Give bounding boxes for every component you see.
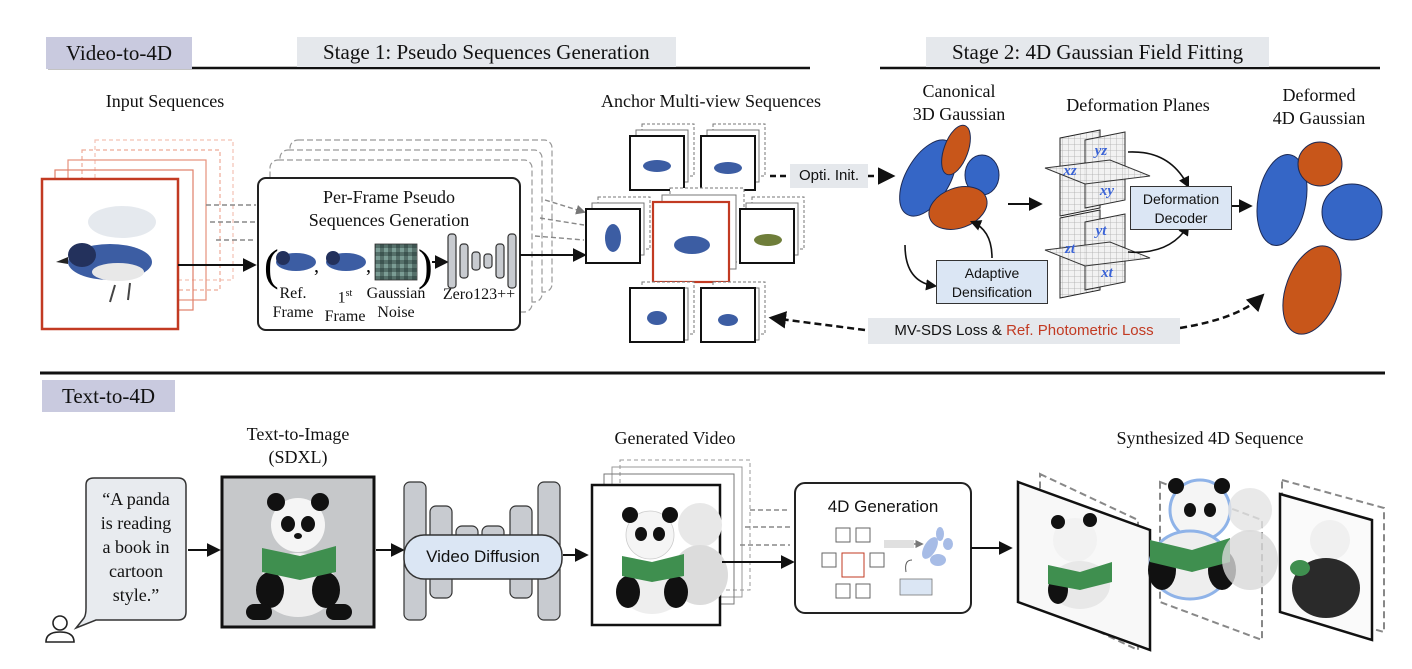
svg-text:,: , — [366, 255, 371, 277]
deformation-planes-label: Deformation Planes — [1066, 95, 1210, 115]
deformed-line1: Deformed — [1282, 85, 1356, 105]
prompt-line1: “A panda — [102, 489, 170, 509]
gaussian-noise-line2: Noise — [377, 304, 415, 321]
deformation-decoder-box: Deformation Decoder — [1130, 186, 1232, 230]
deformation-planes-lower — [1044, 209, 1151, 299]
plane-xt: xt — [1101, 265, 1113, 281]
first-frame-label: 1st Frame — [320, 284, 370, 326]
stage1-tag: Stage 1: Pseudo Sequences Generation — [297, 37, 676, 67]
mvsds-loss: MV-SDS Loss & — [894, 322, 1002, 339]
anchor-mv-label: Anchor Multi-view Sequences — [601, 91, 821, 111]
t2i-line1: Text-to-Image — [246, 424, 350, 444]
deformed-gaussians — [1256, 141, 1383, 335]
plane-xz: xz — [1063, 163, 1077, 179]
ref-frame-line1: Ref. — [279, 285, 307, 302]
ref-frame-line2: Frame — [272, 304, 314, 321]
adaptive-densification-box: Adaptive Densification — [936, 260, 1048, 304]
canonical-line2: 3D Gaussian — [912, 104, 1006, 124]
input-sequences-label: Input Sequences — [105, 91, 225, 111]
first-frame-sup: st — [345, 288, 353, 299]
ref-frame-label: Ref. Frame — [268, 284, 318, 322]
plane-zt: zt — [1064, 241, 1075, 257]
stage2-tag: Stage 2: 4D Gaussian Field Fitting — [926, 37, 1270, 67]
generated-video-label: Generated Video — [614, 428, 736, 448]
first-frame-num: 1 — [337, 289, 346, 307]
prompt-line2: is reading — [100, 513, 172, 533]
deformation-planes-upper — [1044, 129, 1151, 217]
adaptive-line2: Densification — [951, 284, 1033, 300]
svg-text:): ) — [418, 241, 433, 290]
prompt-line3: a book in — [102, 537, 170, 557]
noise-icon — [374, 243, 418, 281]
deformed-line2: 4D Gaussian — [1272, 108, 1366, 128]
anchor-multiview — [585, 123, 805, 343]
adaptive-line1: Adaptive — [964, 265, 1020, 281]
svg-text:,: , — [314, 255, 319, 277]
canonical-line1: Canonical — [922, 81, 996, 101]
video-diffusion-label: Video Diffusion — [426, 547, 540, 566]
panda-t2i — [246, 493, 352, 620]
plane-yz: yz — [1094, 143, 1108, 159]
first-frame-line2: Frame — [324, 308, 366, 326]
per-frame-line2: Sequences Generation — [308, 210, 470, 230]
prompt-line5: style.” — [112, 585, 160, 605]
user-icon — [45, 615, 75, 643]
opti-init-label: Opti. Init. — [790, 164, 868, 188]
decoder-line1: Deformation — [1142, 191, 1220, 207]
svg-text:(: ( — [264, 241, 279, 290]
ref-photometric-loss: Ref. Photometric Loss — [1006, 322, 1154, 339]
input-sequence-stack — [40, 139, 234, 331]
plane-yt: yt — [1095, 223, 1107, 239]
prompt-text: “A panda is reading a book in cartoon st… — [86, 487, 186, 607]
gaussian-noise-line1: Gaussian — [366, 285, 426, 302]
canonical-gaussians — [899, 124, 1000, 230]
gaussian-noise-label: Gaussian Noise — [364, 284, 428, 322]
video-to-4d-tag: Video-to-4D — [46, 37, 193, 69]
synth-4d-label: Synthesized 4D Sequence — [1116, 428, 1304, 448]
plane-xy: xy — [1099, 183, 1115, 199]
video-diffusion-pill — [403, 534, 563, 580]
per-frame-line1: Per-Frame Pseudo — [322, 187, 456, 207]
4d-generation-label: 4D Generation — [827, 497, 939, 516]
decoder-line2: Decoder — [1154, 210, 1208, 226]
prompt-line4: cartoon — [109, 561, 163, 581]
t2i-line2: (SDXL) — [268, 447, 328, 467]
zero123-label: Zero123++ — [442, 286, 516, 303]
zero123-unet — [447, 233, 517, 289]
generated-video-stack — [590, 459, 751, 627]
speech-bubble — [73, 477, 187, 630]
text-to-4d-tag: Text-to-4D — [42, 380, 176, 412]
loss-label: MV-SDS Loss & Ref. Photometric Loss — [868, 318, 1180, 344]
